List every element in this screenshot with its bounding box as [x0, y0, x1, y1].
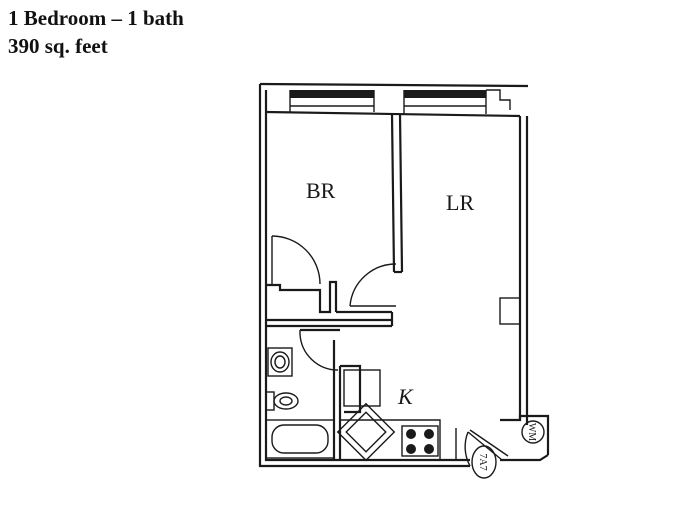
washer-label: WM — [526, 423, 537, 441]
window-right — [403, 90, 487, 114]
stove — [401, 425, 439, 457]
kitchen-sink — [336, 402, 396, 462]
toilet — [265, 391, 299, 411]
exterior-walls — [258, 82, 549, 468]
unit-type-title: 1 Bedroom – 1 bath — [8, 6, 184, 30]
kitchen-label: K — [397, 384, 414, 409]
corner-pilaster — [486, 89, 511, 110]
living-room-column — [499, 297, 521, 325]
washer-closet — [500, 414, 550, 455]
plan-header: 1 Bedroom – 1 bath 390 sq. feet — [8, 4, 184, 60]
bedroom-partition — [266, 113, 404, 328]
living-room-label: LR — [446, 190, 474, 215]
window-left — [289, 90, 375, 112]
bathroom-sink — [267, 347, 293, 377]
bedroom-label: BR — [306, 178, 336, 203]
bedroom-door — [349, 263, 397, 307]
bathtub — [265, 419, 335, 459]
unit-number-tag: 7A7 — [471, 445, 497, 479]
unit-area: 390 sq. feet — [8, 34, 108, 58]
closet-door — [266, 235, 338, 314]
unit-number-label: 7A7 — [477, 453, 488, 470]
bathroom-door — [299, 330, 339, 371]
